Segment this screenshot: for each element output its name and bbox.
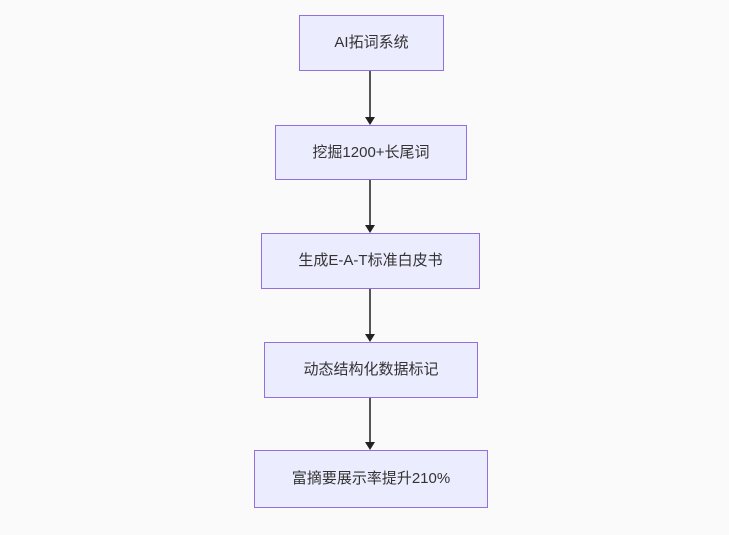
arrow-head-icon xyxy=(365,334,375,342)
arrow-head-icon xyxy=(365,117,375,125)
arrow-line xyxy=(369,180,371,225)
arrow-line xyxy=(369,71,371,117)
node-label: AI拓词系统 xyxy=(334,34,409,51)
node-label: 生成E-A-T标准白皮书 xyxy=(298,252,443,269)
flowchart-node-rich-snippet-rate: 富摘要展示率提升210% xyxy=(254,450,488,508)
flowchart-node-ai-keyword-system: AI拓词系统 xyxy=(299,15,444,71)
node-label: 富摘要展示率提升210% xyxy=(291,470,451,487)
arrow-line xyxy=(369,289,371,334)
flowchart-node-eat-whitepaper: 生成E-A-T标准白皮书 xyxy=(261,233,480,289)
node-label: 动态结构化数据标记 xyxy=(303,361,439,378)
arrow-line xyxy=(369,398,371,442)
flowchart-node-structured-data-markup: 动态结构化数据标记 xyxy=(264,342,478,398)
flowchart-node-longtail-mining: 挖掘1200+长尾词 xyxy=(275,125,467,180)
node-label: 挖掘1200+长尾词 xyxy=(312,143,430,161)
arrow-head-icon xyxy=(365,442,375,450)
arrow-head-icon xyxy=(365,225,375,233)
